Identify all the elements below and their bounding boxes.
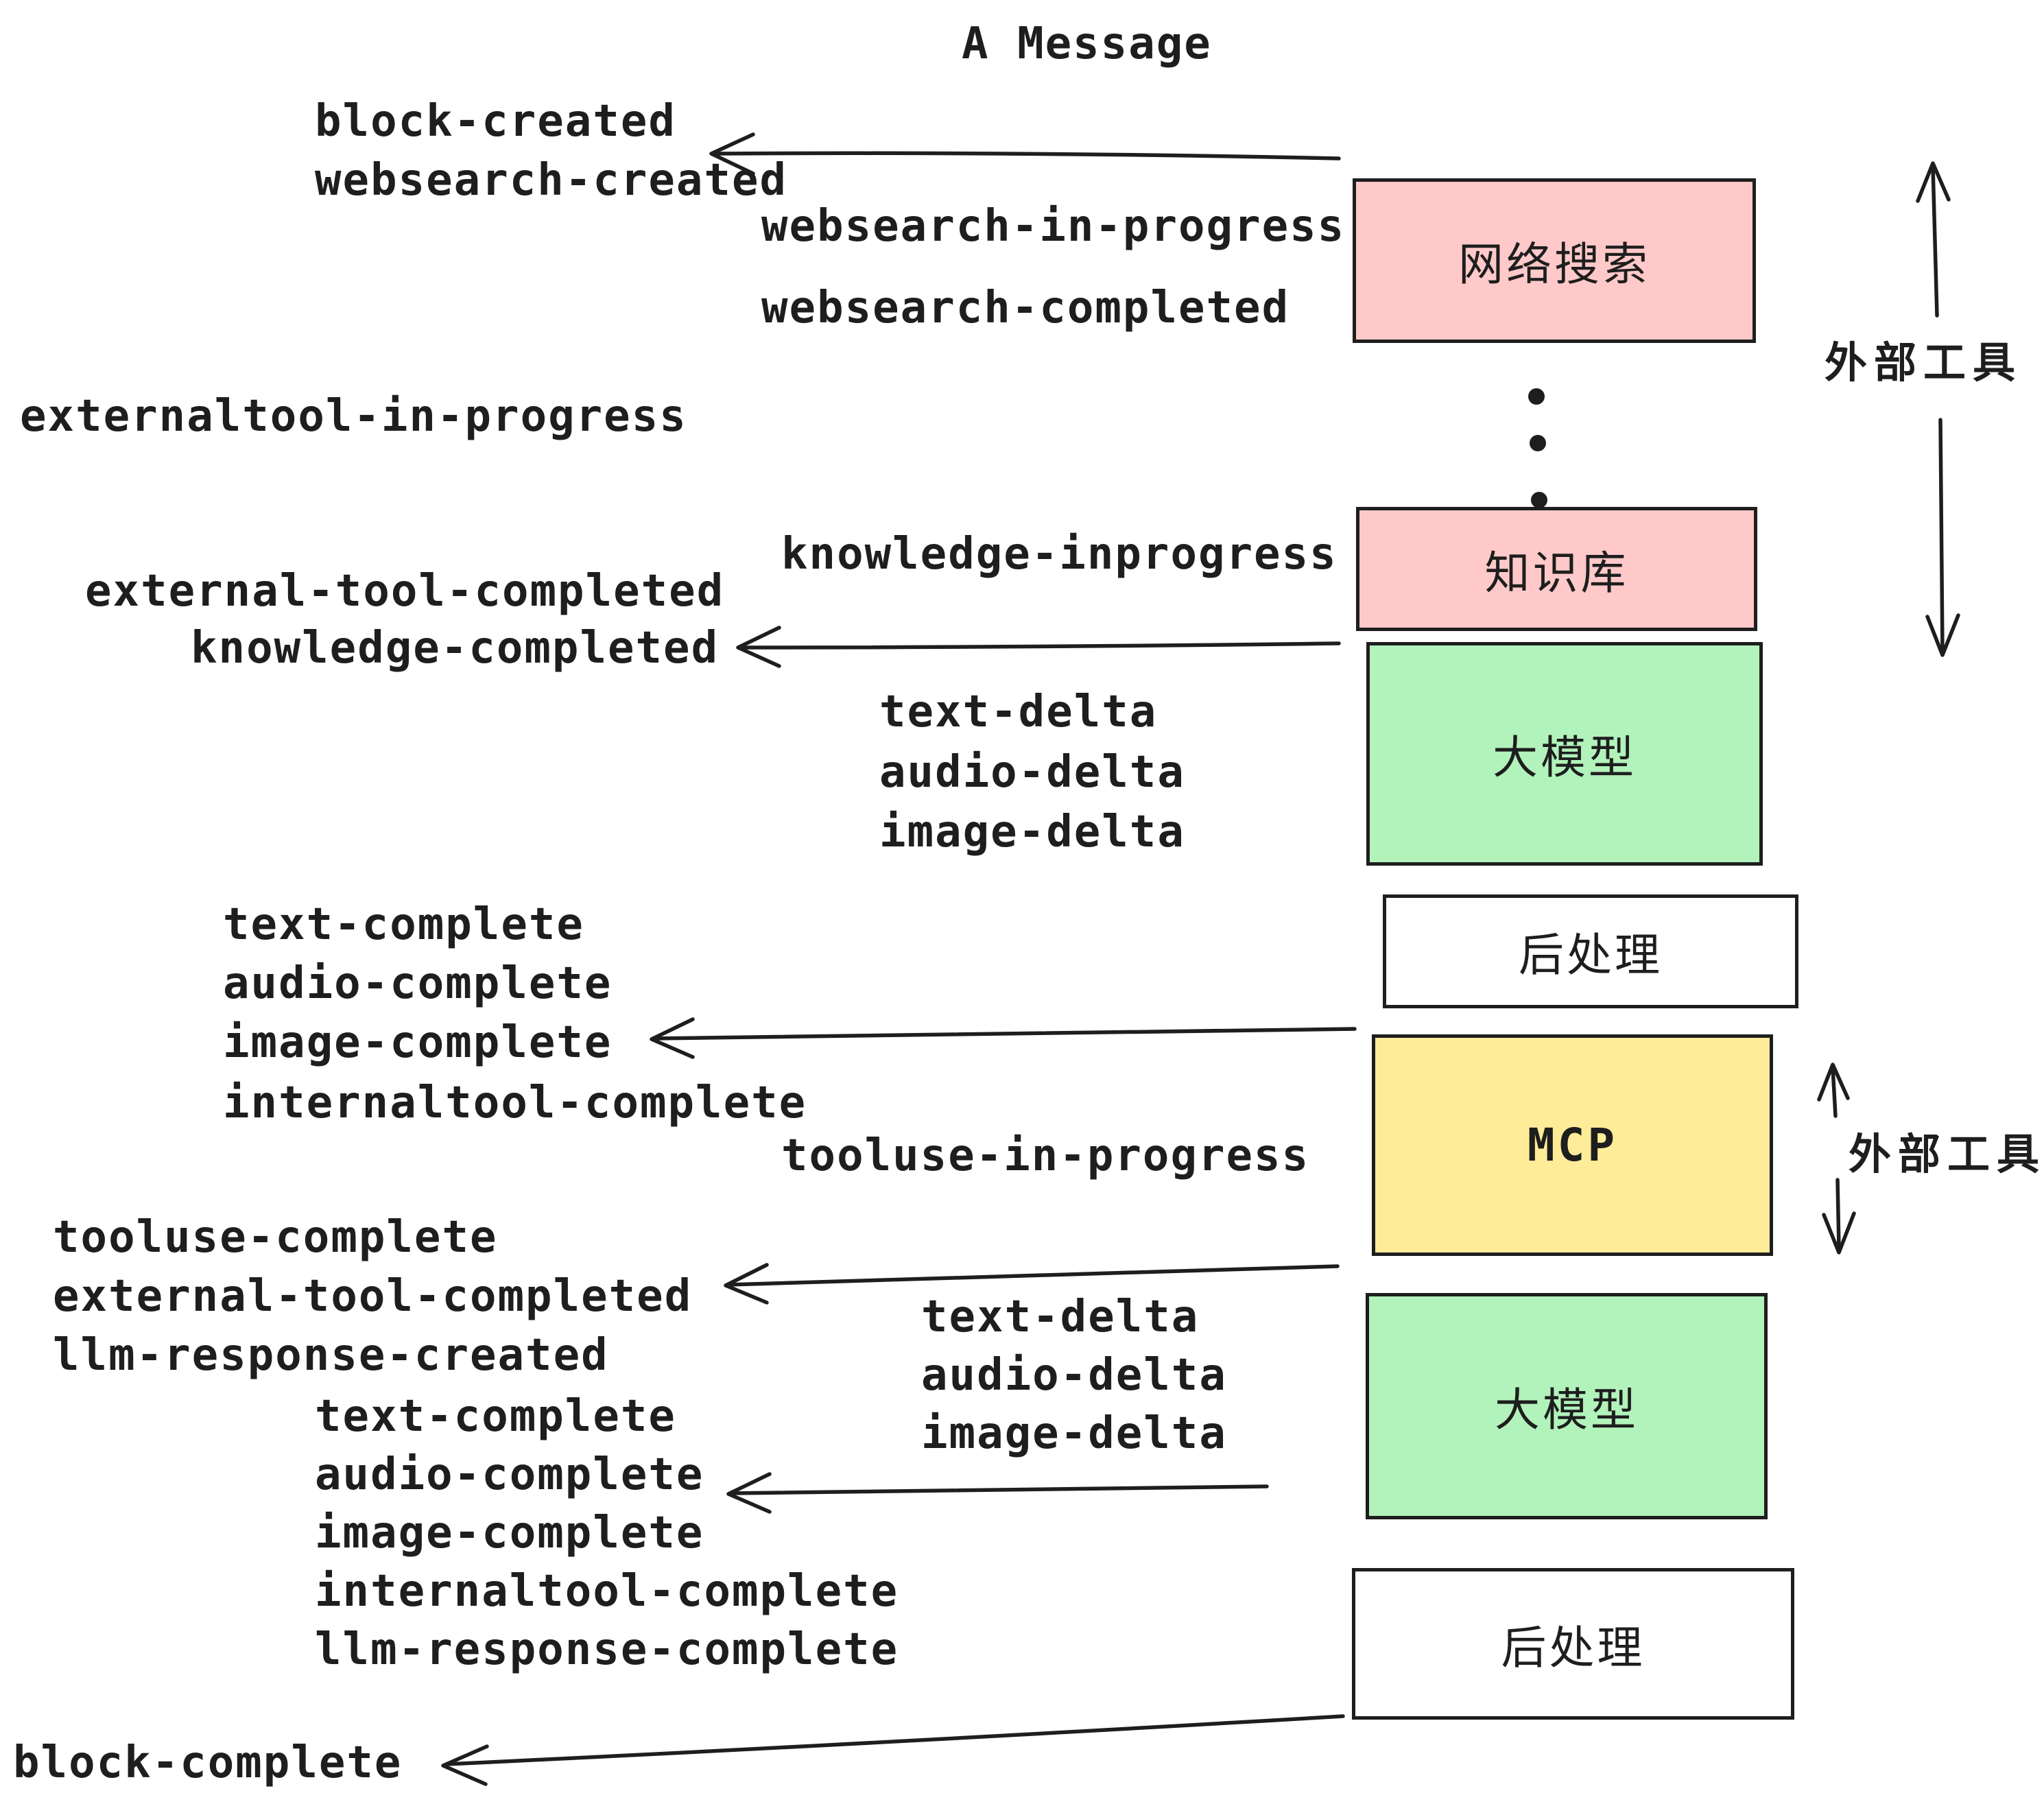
event-block-created: block-created bbox=[315, 96, 676, 147]
event-audio-complete-1: audio-complete bbox=[223, 958, 613, 1009]
event-image-complete-2: image-complete bbox=[315, 1508, 704, 1558]
ellipsis-dots bbox=[1528, 388, 1547, 508]
box-knowledge: 知识库 bbox=[1356, 507, 1757, 631]
event-image-complete-1: image-complete bbox=[223, 1017, 613, 1068]
box-postprocess-bottom: 后处理 bbox=[1352, 1568, 1794, 1720]
event-block-complete: block-complete bbox=[13, 1737, 403, 1788]
event-externaltool-in-progress: externaltool-in-progress bbox=[20, 391, 687, 442]
box-postprocess-top-label: 后处理 bbox=[1519, 929, 1663, 980]
box-postprocess-bottom-label: 后处理 bbox=[1501, 1622, 1645, 1673]
event-external-tool-completed-1: external-tool-completed bbox=[85, 566, 725, 617]
event-knowledge-completed: knowledge-completed bbox=[191, 623, 720, 674]
box-knowledge-label: 知识库 bbox=[1484, 547, 1629, 598]
event-llm-response-created: llm-response-created bbox=[53, 1330, 609, 1381]
event-audio-delta-2: audio-delta bbox=[921, 1350, 1227, 1401]
arrow-audio-complete bbox=[726, 1472, 1269, 1514]
event-text-delta-1: text-delta bbox=[879, 687, 1158, 737]
box-websearch-label: 网络搜索 bbox=[1458, 239, 1650, 289]
event-websearch-in-progress: websearch-in-progress bbox=[761, 201, 1346, 252]
event-text-delta-2: text-delta bbox=[921, 1292, 1200, 1342]
box-llm-bottom: 大模型 bbox=[1366, 1293, 1768, 1519]
arrow-block-complete bbox=[441, 1714, 1345, 1786]
arrow-tooluse-complete bbox=[724, 1263, 1340, 1305]
event-text-complete-2: text-complete bbox=[315, 1391, 676, 1442]
box-postprocess-top: 后处理 bbox=[1383, 894, 1798, 1008]
event-tooluse-complete: tooluse-complete bbox=[53, 1212, 498, 1263]
arrow-knowledge-completed bbox=[736, 626, 1341, 668]
external-tools-label-top: 外部工具 bbox=[1825, 340, 2023, 387]
box-mcp-label: MCP bbox=[1527, 1119, 1618, 1172]
event-text-complete-1: text-complete bbox=[223, 899, 584, 950]
event-websearch-created: websearch-created bbox=[315, 155, 788, 206]
external-tools-arrow-top bbox=[1916, 161, 1960, 657]
event-internaltool-complete-2: internaltool-complete bbox=[315, 1566, 899, 1617]
event-internaltool-complete-1: internaltool-complete bbox=[223, 1078, 807, 1128]
box-websearch: 网络搜索 bbox=[1353, 178, 1756, 343]
event-external-tool-completed-2: external-tool-completed bbox=[53, 1271, 693, 1322]
event-tooluse-in-progress: tooluse-in-progress bbox=[781, 1130, 1310, 1181]
box-llm-top: 大模型 bbox=[1366, 642, 1763, 866]
event-image-delta-1: image-delta bbox=[879, 807, 1185, 857]
event-knowledge-inprogress: knowledge-inprogress bbox=[781, 529, 1338, 580]
event-llm-response-complete: llm-response-complete bbox=[315, 1624, 899, 1675]
event-audio-delta-1: audio-delta bbox=[879, 747, 1185, 798]
external-tools-label-mcp: 外部工具 bbox=[1849, 1131, 2044, 1178]
arrow-image-complete bbox=[650, 1017, 1357, 1059]
event-websearch-completed: websearch-completed bbox=[761, 283, 1290, 333]
box-llm-top-label: 大模型 bbox=[1493, 732, 1637, 783]
external-tools-arrow-mcp bbox=[1817, 1063, 1856, 1255]
box-mcp: MCP bbox=[1372, 1034, 1773, 1256]
box-llm-bottom-label: 大模型 bbox=[1495, 1384, 1639, 1435]
event-image-delta-2: image-delta bbox=[921, 1408, 1227, 1459]
arrow-block-created bbox=[709, 132, 1341, 176]
event-audio-complete-2: audio-complete bbox=[315, 1449, 704, 1500]
page-title: A Message bbox=[962, 19, 1212, 69]
